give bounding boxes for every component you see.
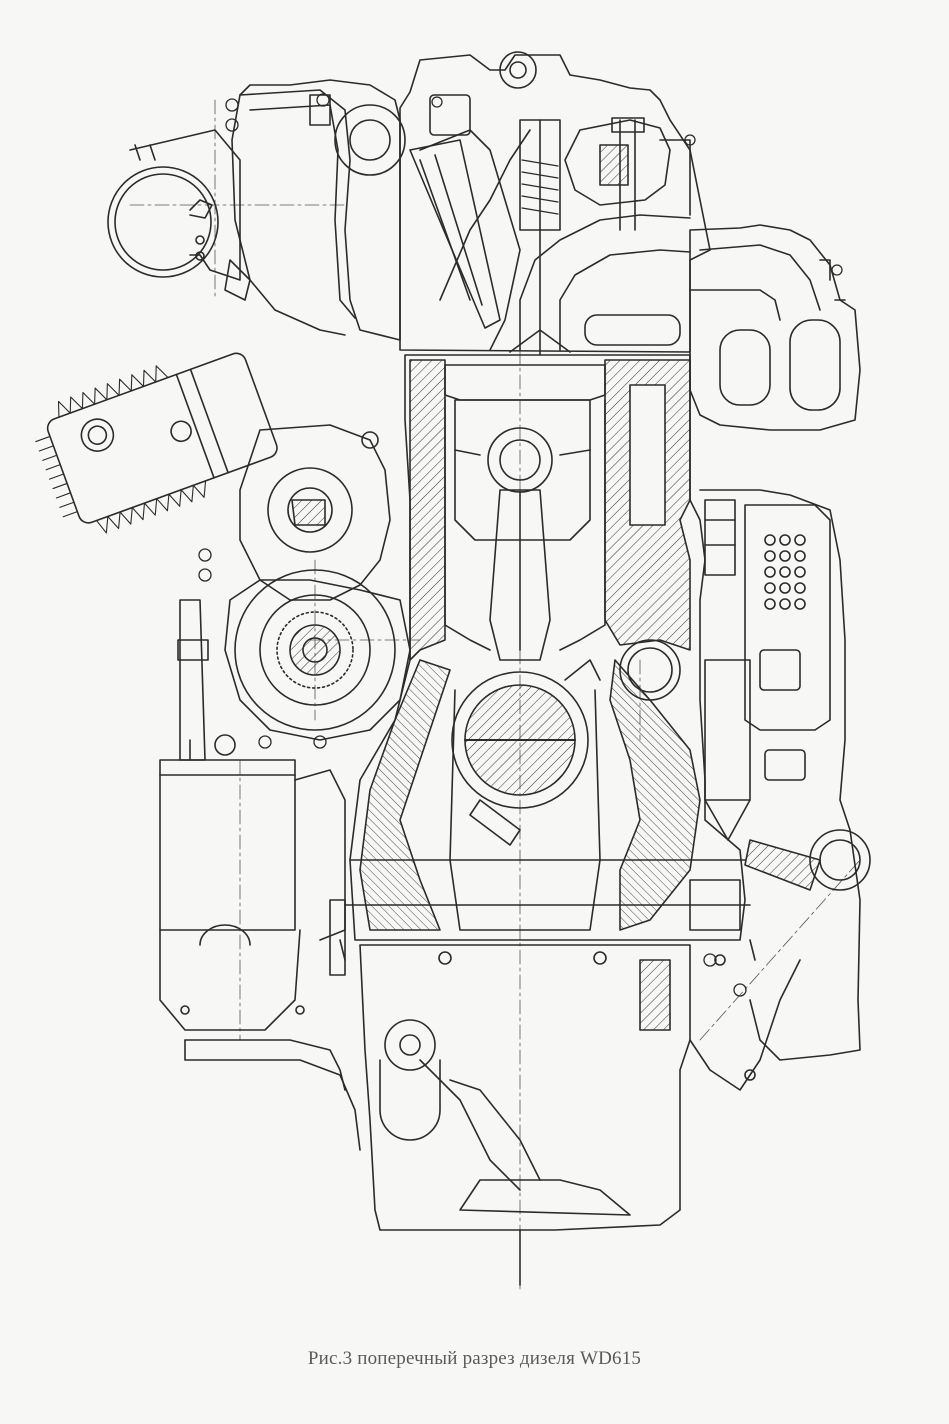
oil-cooler-housing (689, 489, 871, 1061)
valve-spring (521, 159, 559, 215)
piston-assembly (449, 399, 601, 931)
air-compressor (35, 352, 391, 601)
flywheel-housing (184, 954, 801, 1151)
air-intake-flange (107, 129, 241, 281)
intake-manifold (224, 79, 406, 341)
exhaust-manifold (689, 224, 861, 431)
timing-gears (224, 569, 411, 741)
oil-filter (159, 599, 346, 1091)
cylinder-head (399, 51, 711, 356)
fasteners (198, 93, 843, 997)
figure-caption: Рис.3 поперечный разрез дизеля WD615 (307, 1348, 642, 1369)
engine-cross-section-drawing (35, 51, 871, 1290)
oil-pan (329, 899, 691, 1286)
injector (409, 94, 501, 329)
cylinder-block (339, 354, 756, 961)
cooler-tubes (764, 534, 806, 610)
